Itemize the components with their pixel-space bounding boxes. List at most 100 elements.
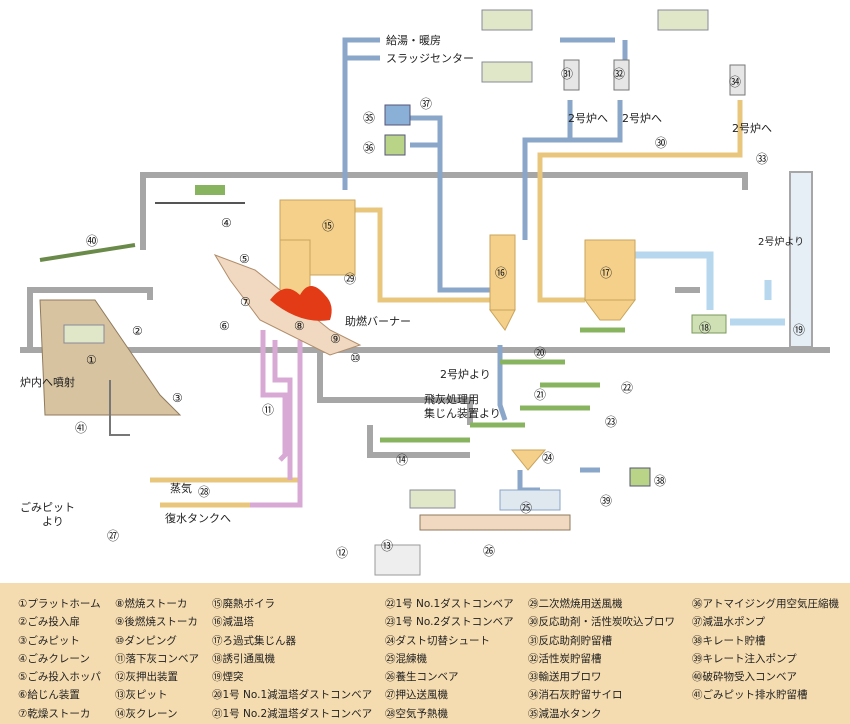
marker-32: ㉜ bbox=[613, 67, 625, 81]
legend-item: ㉓1号 No.2ダストコンベア bbox=[385, 616, 514, 629]
legend-item: ㊲減温水ポンプ bbox=[692, 616, 766, 629]
legend-item: ㉗押込送風機 bbox=[385, 689, 448, 702]
marker-34: ㉞ bbox=[729, 75, 741, 89]
marker-26: ㉖ bbox=[483, 544, 495, 558]
label-to-no2-c: 2号炉へ bbox=[732, 122, 772, 135]
building-outline bbox=[20, 172, 830, 458]
legend-item: ㉕混練機 bbox=[385, 652, 427, 665]
marker-17: ⑰ bbox=[600, 266, 612, 280]
legend-item: ②ごみ投入扉 bbox=[18, 616, 80, 629]
legend-item: ㊱アトマイジング用空気圧縮機 bbox=[692, 598, 839, 610]
label-to-no2-a: 2号炉へ bbox=[568, 112, 608, 125]
marker-31: ㉛ bbox=[561, 67, 573, 81]
legend-item: ㉙二次燃焼用送風機 bbox=[528, 598, 623, 610]
marker-19: ⑲ bbox=[793, 323, 805, 337]
marker-24: ㉔ bbox=[542, 451, 554, 465]
incinerator-process-diagram: 給湯・暖房 スラッジセンター 2号炉へ 2号炉へ 2号炉へ 2号炉より 2号炉よ… bbox=[20, 9, 830, 576]
legend-item: ㉜活性炭貯留槽 bbox=[528, 652, 602, 665]
marker-29: ㉙ bbox=[344, 272, 356, 286]
marker-33: ㉝ bbox=[756, 152, 768, 166]
legend-column-5: ㉙二次燃焼用送風機 ㉚反応助剤・活性炭吹込ブロワ ㉛反応助剤貯留槽 ㉜活性炭貯留… bbox=[528, 595, 675, 723]
numbered-markers: ① ② ③ ④ ⑤ ⑥ ⑦ ⑧ ⑨ ⑩ ⑪ ⑫ ⑬ ⑭ ⑮ ⑯ ⑰ ⑱ ⑲ ⑳ … bbox=[75, 67, 805, 560]
marker-28: ㉘ bbox=[198, 485, 210, 499]
legend-item: ⑱誘引通風機 bbox=[212, 652, 275, 665]
legend-item: ⑬灰ピット bbox=[115, 689, 168, 702]
legend-column-4: ㉒1号 No.1ダストコンベア ㉓1号 No.2ダストコンベア ㉔ダスト切替シュ… bbox=[385, 595, 514, 723]
marker-3: ③ bbox=[172, 391, 183, 405]
marker-16: ⑯ bbox=[495, 266, 507, 280]
label-condensate: 復水タンクへ bbox=[165, 512, 231, 525]
marker-23: ㉓ bbox=[605, 415, 617, 429]
marker-41: ㊶ bbox=[75, 421, 87, 435]
legend-item: ⑫灰押出装置 bbox=[115, 671, 178, 684]
marker-1: ① bbox=[86, 353, 97, 367]
marker-10: ⑩ bbox=[350, 351, 361, 365]
legend-column-2: ⑧燃焼ストーカ ⑨後燃焼ストーカ ⑩ダンピング ⑪落下灰コンベア ⑫灰押出装置 … bbox=[115, 595, 199, 723]
legend-item: ㉔ダスト切替シュート bbox=[385, 634, 490, 647]
marker-2: ② bbox=[132, 324, 143, 338]
marker-36: ㊱ bbox=[363, 141, 375, 155]
legend-column-6: ㊱アトマイジング用空気圧縮機 ㊲減温水ポンプ ㊳キレート貯槽 ㊴キレート注入ポン… bbox=[692, 595, 839, 705]
label-pit-from-1: ごみピット bbox=[20, 500, 75, 514]
marker-39: ㊴ bbox=[600, 494, 612, 508]
marker-4: ④ bbox=[221, 216, 232, 230]
marker-9: ⑨ bbox=[330, 332, 341, 346]
legend-item: ㊴キレート注入ポンプ bbox=[692, 652, 797, 665]
marker-13: ⑬ bbox=[381, 539, 393, 553]
marker-21: ㉑ bbox=[534, 388, 546, 402]
legend-item: ㉒1号 No.1ダストコンベア bbox=[385, 598, 514, 610]
marker-7: ⑦ bbox=[240, 295, 251, 309]
label-to-no2-b: 2号炉へ bbox=[622, 112, 662, 125]
legend-item: ㉘空気予熱機 bbox=[385, 707, 448, 720]
legend-item: ⑪落下灰コンベア bbox=[115, 652, 199, 665]
legend-item: ①プラットホーム bbox=[18, 598, 101, 610]
legend-item: ㉚反応助剤・活性炭吹込ブロワ bbox=[528, 616, 675, 629]
legend-item: ㉑1号 No.2減温塔ダストコンベア bbox=[212, 707, 373, 720]
legend-item: ⑦乾燥ストーカ bbox=[18, 707, 91, 720]
marker-38: ㊳ bbox=[654, 474, 666, 488]
marker-20: ⑳ bbox=[534, 346, 546, 360]
marker-25: ㉕ bbox=[520, 501, 532, 515]
legend-item: ㉝輸送用ブロワ bbox=[528, 671, 602, 684]
legend-item: ⑨後燃焼ストーカ bbox=[115, 616, 198, 629]
legend-item: ㊵破砕物受入コンベア bbox=[692, 671, 797, 684]
label-sludge: スラッジセンター bbox=[386, 52, 474, 65]
label-pit-from-2: より bbox=[42, 515, 64, 528]
legend-item: ㉟減温水タンク bbox=[528, 707, 602, 720]
legend-item: ⑥給じん装置 bbox=[18, 689, 80, 702]
legend-item: ㉖養生コンベア bbox=[385, 671, 459, 684]
legend-item: ⑳1号 No.1減温塔ダストコンベア bbox=[212, 689, 373, 702]
marker-40: ㊵ bbox=[86, 234, 98, 248]
legend-item: ⑤ごみ投入ホッパ bbox=[18, 671, 101, 684]
marker-22: ㉒ bbox=[621, 381, 633, 395]
legend-item: ⑲煙突 bbox=[212, 671, 244, 684]
legend-item: ⑭灰クレーン bbox=[115, 707, 178, 720]
marker-5: ⑤ bbox=[239, 252, 250, 266]
label-flyash-1: 飛灰処理用 bbox=[424, 392, 479, 406]
legend-item: ⑯減温塔 bbox=[212, 616, 254, 629]
chimney bbox=[789, 171, 813, 348]
legend-item: ⑰ろ過式集じん器 bbox=[212, 634, 296, 647]
equipment bbox=[39, 9, 746, 576]
legend-column-3: ⑮廃熱ボイラ ⑯減温塔 ⑰ろ過式集じん器 ⑱誘引通風機 ⑲煙突 ⑳1号 No.1… bbox=[212, 595, 372, 723]
marker-18: ⑱ bbox=[699, 321, 711, 335]
marker-15: ⑮ bbox=[322, 219, 334, 233]
label-hot-water: 給湯・暖房 bbox=[386, 33, 441, 47]
legend-item: ㊳キレート貯槽 bbox=[692, 634, 766, 647]
dust-pipes bbox=[342, 37, 628, 493]
ash-pipes bbox=[250, 330, 303, 508]
legend-item: ⑮廃熱ボイラ bbox=[212, 598, 275, 610]
legend-item: ④ごみクレーン bbox=[18, 652, 90, 665]
legend-item: ⑩ダンピング bbox=[115, 634, 177, 647]
label-from-no2-vertical: 2号炉より bbox=[758, 236, 804, 248]
label-steam: 蒸気 bbox=[170, 481, 192, 495]
marker-8: ⑧ bbox=[294, 319, 305, 333]
legend-item: ③ごみピット bbox=[18, 634, 80, 647]
marker-35: ㉟ bbox=[363, 111, 375, 125]
legend-item: ⑧燃焼ストーカ bbox=[115, 598, 188, 610]
marker-27: ㉗ bbox=[107, 529, 119, 543]
hot-pipes bbox=[150, 100, 743, 508]
legend-item: ㉞消石灰貯留サイロ bbox=[528, 689, 623, 702]
legend-item: ㉛反応助剤貯留槽 bbox=[528, 634, 612, 647]
label-furnace-spray: 炉内へ噴射 bbox=[20, 375, 75, 389]
